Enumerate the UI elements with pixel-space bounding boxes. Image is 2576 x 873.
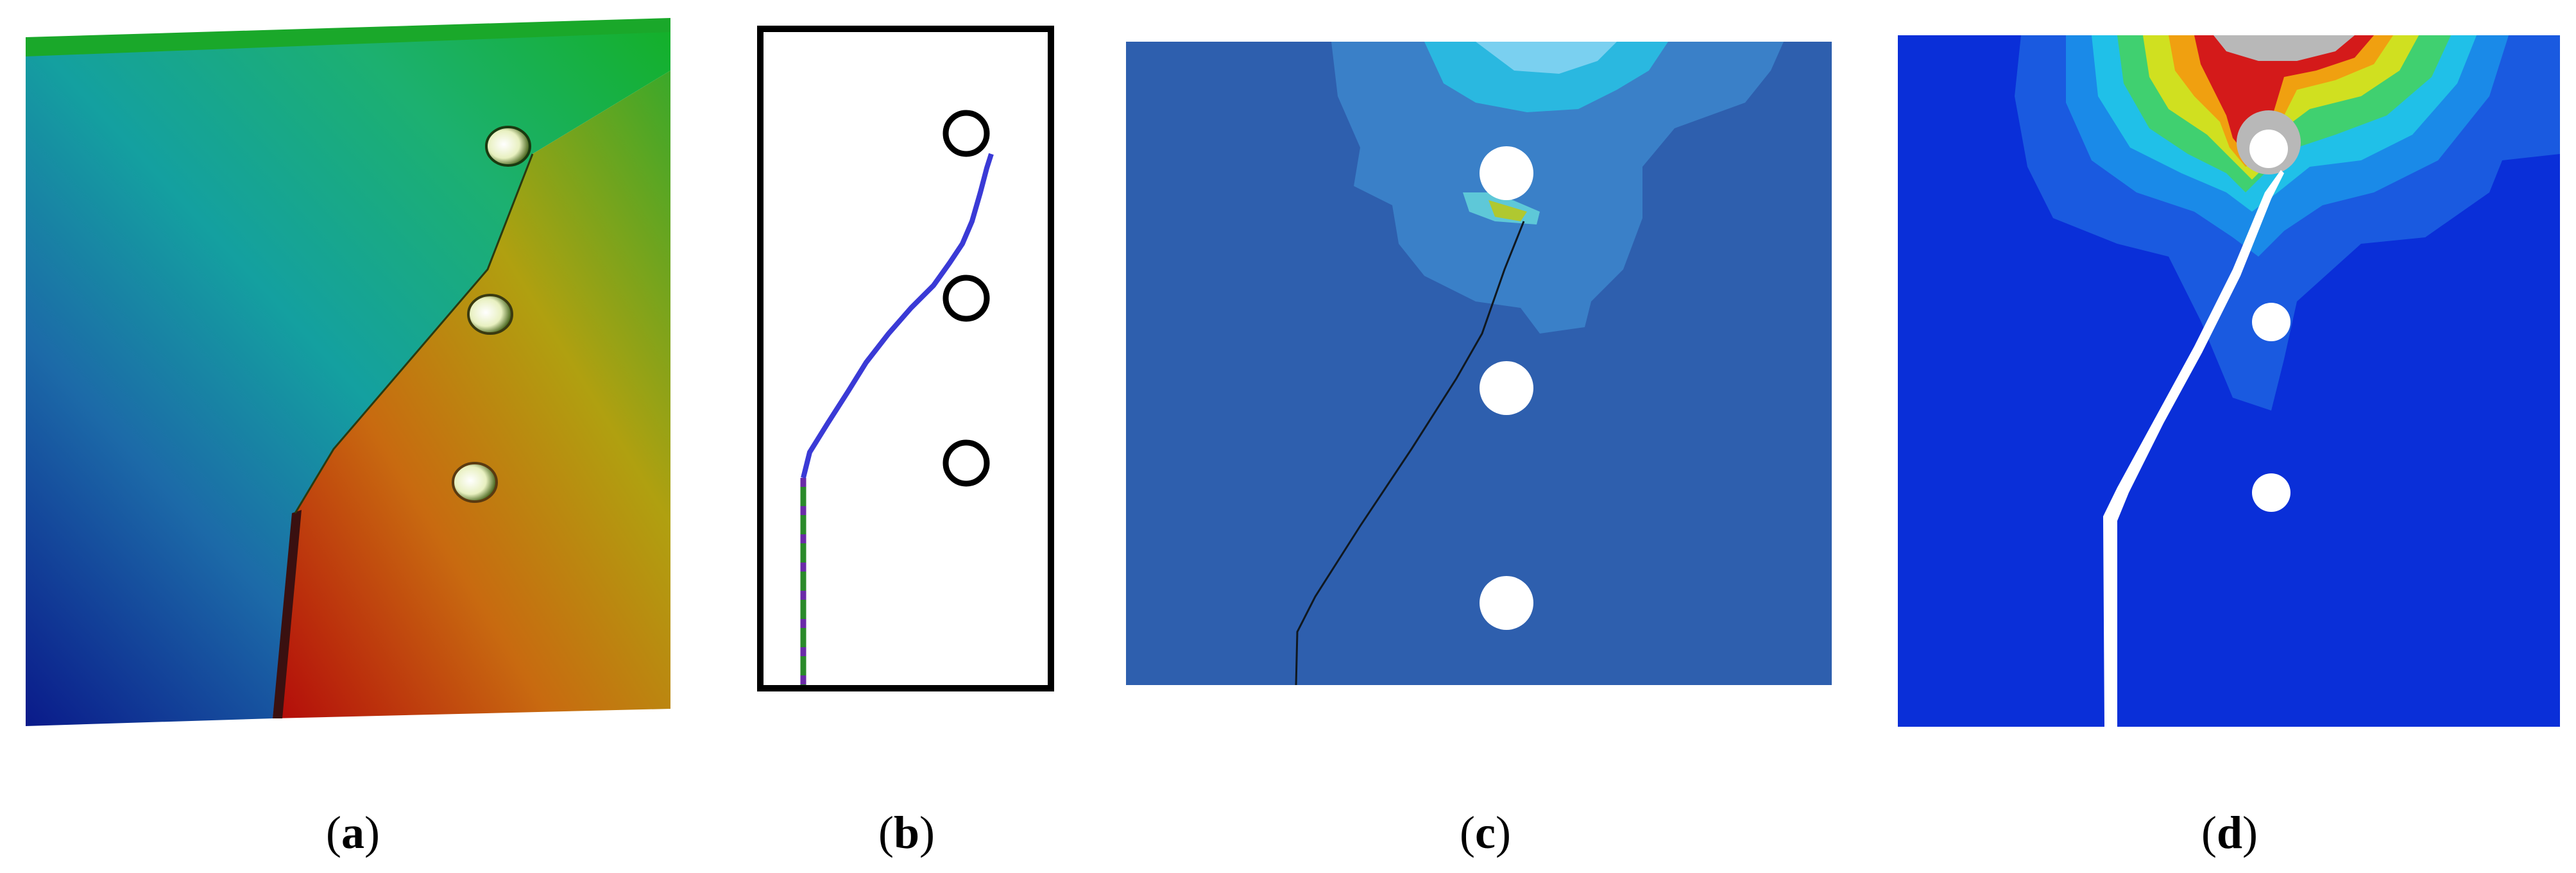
panel-a-left-region (26, 32, 670, 726)
panel-a-hole-1 (485, 126, 531, 167)
panel-d-contour-red (2194, 35, 2374, 154)
panel-b-hole-3 (943, 439, 990, 487)
caption-a: (a) (326, 807, 380, 858)
caption-c: (c) (1460, 807, 1511, 858)
panel-d (1898, 35, 2560, 727)
panel-d-hole-1 (2249, 130, 2288, 168)
panel-c-crack-path (1295, 221, 1525, 686)
panel-b-crack-path (801, 153, 994, 479)
panel-a-crack-edge (273, 510, 302, 718)
panel-a-hole-3 (452, 462, 498, 503)
panel-b-outline (757, 26, 1054, 691)
panel-a (26, 18, 670, 726)
panel-d-hole-2 (2252, 303, 2290, 341)
panel-c-contour-core (1476, 42, 1617, 74)
panel-c-hole-1 (1480, 146, 1533, 200)
panel-c-hole-2 (1480, 361, 1533, 415)
panel-c-contour-outer (1331, 42, 1784, 334)
panel-d-crack-path (2103, 170, 2284, 727)
panel-a-crack-line (294, 153, 534, 514)
panel-b-hole-1 (943, 110, 990, 157)
panel-a-right-region (273, 71, 670, 718)
panel-a-top-edge (26, 18, 670, 58)
panel-c (1126, 42, 1832, 686)
panel-b-hole-2 (943, 275, 990, 322)
panel-d-yield-top (2213, 35, 2355, 61)
caption-b: (b) (878, 807, 935, 858)
panel-c-hole-3 (1480, 576, 1533, 630)
panel-c-contour-inner (1424, 42, 1668, 112)
panel-a-hole-2 (467, 294, 513, 335)
panel-d-hole-3 (2252, 473, 2290, 512)
panel-b (757, 26, 1054, 691)
panel-c-hotspot-core (1488, 200, 1527, 221)
caption-d: (d) (2201, 807, 2258, 858)
